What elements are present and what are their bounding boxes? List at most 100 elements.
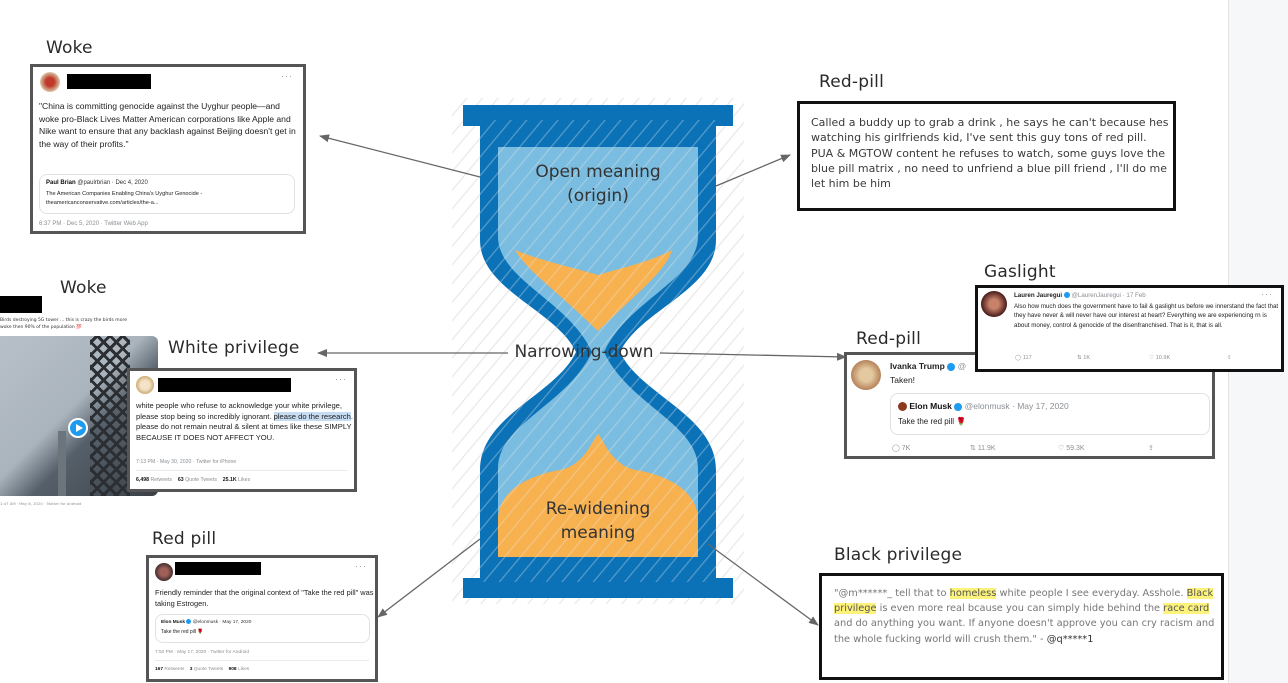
avatar bbox=[40, 72, 60, 92]
retweet-action[interactable]: ⇅ 11.9K bbox=[970, 445, 996, 452]
tweet-card-white-privilege: ··· white people who refuse to acknowled… bbox=[127, 368, 357, 492]
label-woke-video: Woke bbox=[60, 278, 107, 298]
tower-silhouette bbox=[90, 336, 130, 496]
open-meaning-line2: (origin) bbox=[567, 186, 629, 206]
like-action[interactable]: ♡ 10.9K bbox=[1149, 355, 1171, 361]
quotes-count: 63 bbox=[177, 477, 184, 483]
hourglass-bottom-cap bbox=[463, 578, 733, 598]
quote-handle: @elonmusk · May 17, 2020 bbox=[192, 619, 252, 625]
play-icon[interactable] bbox=[68, 418, 88, 438]
post-text: Called a buddy up to grab a drink , he s… bbox=[811, 116, 1169, 191]
pole bbox=[58, 431, 66, 496]
tweet-text: "China is committing genocide against th… bbox=[39, 101, 296, 149]
author-handle: @q*****1 bbox=[1046, 633, 1094, 645]
highlighted-text: please do the research bbox=[273, 411, 351, 421]
share-icon[interactable]: ⇪ bbox=[1227, 355, 1232, 361]
quote-text-line1: The American Companies Enabling China's … bbox=[46, 191, 203, 197]
text-segment-3: is even more real bcause you can simply … bbox=[876, 603, 1164, 615]
arrow-to-red-pill-bottom bbox=[377, 538, 481, 618]
likes-count: 25.1K bbox=[222, 477, 237, 483]
arrow-to-black-privilege bbox=[707, 543, 819, 626]
text-segment-4: and do anything you want. If anyone does… bbox=[834, 618, 1215, 645]
open-meaning-label: Open meaning (origin) bbox=[498, 160, 698, 208]
tweet-card-woke: ··· "China is committing genocide agains… bbox=[30, 64, 306, 234]
more-options-icon[interactable]: ··· bbox=[281, 71, 293, 81]
tweet-text-before: white people who refuse to acknowledge y… bbox=[136, 401, 342, 421]
quote-handle: @elonmusk · May 17, 2020 bbox=[964, 401, 1069, 411]
more-options-icon[interactable]: ··· bbox=[335, 374, 347, 384]
label-gaslight: Gaslight bbox=[984, 262, 1056, 282]
re-widening-line1: Re-widening bbox=[545, 499, 651, 519]
tweet-text: Friendly reminder that the original cont… bbox=[155, 588, 374, 608]
label-black-privilege: Black privilege bbox=[834, 545, 963, 565]
label-woke-top: Woke bbox=[46, 38, 93, 58]
divider bbox=[155, 660, 369, 661]
quote-text: Take the red pill 🌹 bbox=[898, 417, 967, 426]
share-icon[interactable]: ⇪ bbox=[1148, 445, 1154, 452]
author-line: Ivanka Trump @ bbox=[890, 361, 966, 371]
redacted-username bbox=[67, 74, 151, 89]
divider bbox=[136, 470, 348, 471]
re-widening-label: Re-widening meaning bbox=[498, 497, 698, 545]
avatar bbox=[851, 360, 881, 390]
quoted-tweet: Elon Musk @elonmusk · May 17, 2020 Take … bbox=[155, 614, 370, 643]
text-card-black-privilege: "@m******_ tell that to homeless white p… bbox=[819, 573, 1224, 680]
quotes-count: 3 bbox=[189, 667, 193, 672]
video-tweet-text-line1: Birds destroying 5G tower ... this is cr… bbox=[0, 318, 127, 323]
tweet-text: white people who refuse to acknowledge y… bbox=[136, 401, 354, 443]
tweet-meta: 7:13 PM · May 30, 2020 · Twitter for iPh… bbox=[136, 459, 237, 465]
quote-author: Elon Musk bbox=[909, 401, 952, 411]
retweet-action[interactable]: ⇅ 1K bbox=[1077, 355, 1091, 361]
tweet-text: Taken! bbox=[890, 375, 916, 385]
like-action[interactable]: ♡ 59.3K bbox=[1058, 445, 1085, 452]
arrow-to-woke-top bbox=[319, 134, 481, 178]
tweet-card-gaslight: Lauren Jauregui @LaurenJauregui · 17 Feb… bbox=[975, 285, 1284, 372]
highlight-homeless: homeless bbox=[949, 588, 997, 599]
tweet-actions: ◯ 117 ⇅ 1K ♡ 10.9K ⇪ bbox=[1015, 355, 1232, 361]
author-name: Ivanka Trump bbox=[890, 361, 945, 371]
redacted-username bbox=[158, 378, 291, 392]
reply-count: 117 bbox=[1022, 355, 1032, 361]
label-red-pill-bottom: Red pill bbox=[152, 529, 217, 549]
author-name: Lauren Jauregui bbox=[1014, 292, 1063, 299]
quoted-tweet: Elon Musk @elonmusk · May 17, 2020 Take … bbox=[890, 393, 1210, 435]
tweet-card-woke-video: Birds destroying 5G tower ... this is cr… bbox=[0, 296, 160, 511]
quote-author: Elon Musk bbox=[161, 619, 185, 625]
tweet-stats: 167 Retweets 3 Quote Tweets 908 Likes bbox=[155, 667, 249, 672]
arrow-to-red-pill-top bbox=[715, 154, 791, 187]
retweets-label: Retweets bbox=[150, 477, 173, 483]
label-white-privilege: White privilege bbox=[168, 338, 300, 358]
video-tweet-text-line2: woke then 90% of the population 💯 bbox=[0, 325, 82, 330]
text-segment-2: white people I see everyday. Asshole. bbox=[996, 588, 1187, 599]
quote-text-line2: theamericanconservative.com/articles/the… bbox=[46, 200, 159, 206]
text-segment-1: "@m******_ tell that to bbox=[834, 588, 950, 599]
tweet-text: Also how much does the government have t… bbox=[1014, 303, 1279, 329]
post-text: "@m******_ tell that to homeless white p… bbox=[834, 586, 1221, 647]
tweet-text-after: . please do not remain neutral & silent … bbox=[136, 411, 354, 442]
arrow-to-red-pill-ivanka bbox=[659, 352, 847, 361]
likes-label: Likes bbox=[238, 477, 251, 483]
redacted-username bbox=[175, 562, 261, 575]
tweet-actions: ◯ 7K ⇅ 11.9K ♡ 59.3K ⇪ bbox=[892, 444, 1154, 452]
tweet-card-red-pill-bottom: ··· Friendly reminder that the original … bbox=[146, 555, 378, 682]
avatar bbox=[981, 291, 1007, 317]
highlight-race-card: race card bbox=[1163, 603, 1210, 615]
quote-handle: @paulrbrian · Dec 4, 2020 bbox=[77, 180, 148, 186]
tweet-meta: 6:37 PM · Dec 5, 2020 · Twitter Web App bbox=[39, 221, 148, 227]
retweet-count: 1K bbox=[1083, 355, 1091, 361]
hatched-overlay bbox=[480, 120, 716, 582]
quote-author: Paul Brian bbox=[46, 180, 76, 186]
retweets-count: 167 bbox=[155, 667, 164, 672]
reply-action[interactable]: ◯ 117 bbox=[1015, 355, 1032, 361]
retweet-count: 11.9K bbox=[977, 445, 996, 452]
tweet-meta: 7:52 PM · May 17, 2020 · Twitter for And… bbox=[155, 650, 250, 655]
reply-action[interactable]: ◯ 7K bbox=[892, 445, 911, 452]
label-red-pill-ivanka: Red-pill bbox=[856, 329, 921, 349]
author-line: Lauren Jauregui @LaurenJauregui · 17 Feb bbox=[1014, 292, 1146, 299]
more-options-icon[interactable]: ··· bbox=[355, 561, 367, 571]
retweets-count: 6,498 bbox=[136, 477, 149, 483]
retweets-label: Retweets bbox=[164, 667, 185, 672]
more-options-icon[interactable]: ··· bbox=[1261, 289, 1273, 299]
label-red-pill-top: Red-pill bbox=[819, 72, 884, 92]
